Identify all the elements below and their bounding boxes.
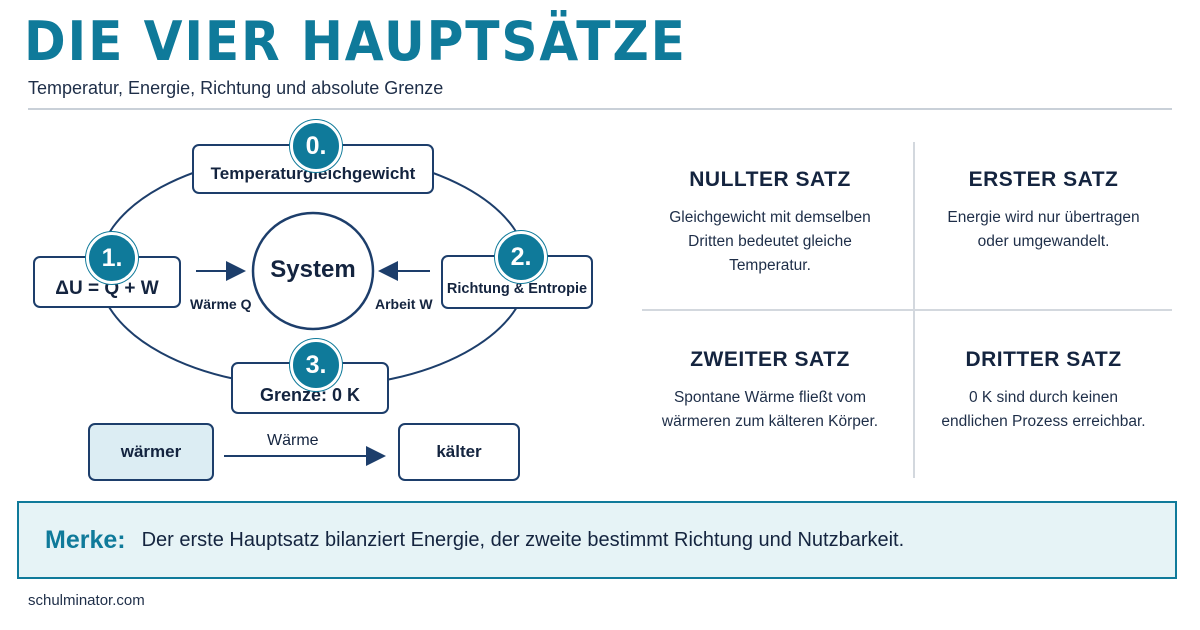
merke-text: Der erste Hauptsatz bilanziert Energie, … bbox=[141, 528, 905, 551]
header-divider bbox=[28, 108, 1172, 110]
card-title: NULLTER SATZ bbox=[689, 168, 851, 191]
card-title: DRITTER SATZ bbox=[965, 348, 1122, 371]
card-line: Temperatur. bbox=[729, 257, 811, 274]
system-label: System bbox=[270, 256, 356, 283]
card-nullter-satz: NULLTER SATZ Gleichgewicht mit demselben… bbox=[642, 168, 898, 278]
card-line: oder umgewandelt. bbox=[977, 233, 1110, 250]
cards-divider-h bbox=[642, 309, 1172, 311]
node-2-badge: 2. bbox=[495, 231, 547, 283]
card-line: Gleichgewicht mit demselben bbox=[669, 209, 871, 226]
node-1-label: ΔU = Q + W bbox=[55, 278, 159, 299]
footer-link[interactable]: schulminator.com bbox=[28, 592, 145, 609]
node-0-badge: 0. bbox=[290, 120, 342, 172]
system-circle bbox=[251, 211, 375, 331]
node-3-badge: 3. bbox=[290, 339, 342, 391]
node-1-badge: 1. bbox=[86, 232, 138, 284]
node-2-label: Richtung & Entropie bbox=[446, 281, 588, 297]
merke-box: Merke: Der erste Hauptsatz bilanziert En… bbox=[17, 501, 1177, 579]
waermer-label: wärmer bbox=[120, 442, 182, 461]
card-zweiter-satz: ZWEITER SATZ Spontane Wärme fließt vom w… bbox=[642, 348, 898, 434]
page-subtitle: Temperatur, Energie, Richtung und absolu… bbox=[28, 78, 444, 98]
card-line: wärmeren zum kälteren Körper. bbox=[661, 413, 879, 430]
node-3-label: Grenze: 0 K bbox=[259, 384, 361, 405]
card-line: Spontane Wärme fließt vom bbox=[673, 389, 867, 406]
box-kaelter: kälter bbox=[398, 423, 520, 481]
merke-label: Merke: bbox=[45, 525, 126, 554]
node-richtung-entropie: Richtung & Entropie bbox=[441, 255, 593, 309]
card-title: ZWEITER SATZ bbox=[690, 348, 850, 371]
box-waermer: wärmer bbox=[88, 423, 214, 481]
arrow-right-label: Arbeit W bbox=[375, 296, 433, 312]
cards-divider-v bbox=[913, 142, 915, 478]
page-title: DIE VIER HAUPTSÄTZE bbox=[24, 10, 687, 73]
card-line: 0 K sind durch keinen bbox=[968, 389, 1119, 406]
card-title: ERSTER SATZ bbox=[968, 168, 1119, 191]
kaelter-label: kälter bbox=[436, 442, 482, 461]
card-erster-satz: ERSTER SATZ Energie wird nur übertragen … bbox=[915, 168, 1172, 254]
card-line: endlichen Prozess erreichbar. bbox=[941, 413, 1146, 430]
card-line: Dritten bedeutet gleiche bbox=[688, 233, 852, 250]
flow-label: Wärme bbox=[267, 432, 319, 449]
arrow-left-label: Wärme Q bbox=[190, 296, 252, 312]
card-dritter-satz: DRITTER SATZ 0 K sind durch keinen endli… bbox=[915, 348, 1172, 434]
node-0-label: Temperaturgleichgewicht bbox=[210, 164, 416, 183]
card-line: Energie wird nur übertragen bbox=[947, 209, 1140, 226]
